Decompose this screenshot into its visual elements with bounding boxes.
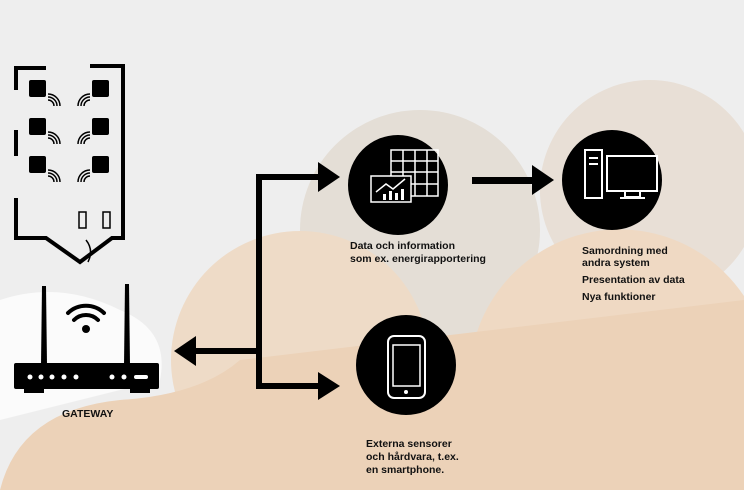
external-node-line1: Externa sensorer [366,438,452,450]
system-node-line3: Presentation av data [582,274,685,286]
building-icon [14,64,125,265]
system-node-line1: Samordning med [582,245,668,257]
connector-arrows [174,162,554,400]
external-node-line2: och hårdvara, t.ex. [366,451,459,463]
data-node-line1: Data och information [350,240,455,252]
computer-icon [562,130,662,230]
sensor-devices [29,80,109,173]
data-node-line2: som ex. energirapportering [350,253,486,265]
wifi-icon [66,303,106,333]
system-node-line2: andra system [582,257,650,269]
gateway-router-icon [14,284,159,393]
smartphone-icon [356,315,456,415]
external-node-line3: en smartphone. [366,464,444,476]
data-analytics-icon [348,135,448,235]
system-node-line4: Nya funktioner [582,291,656,303]
gateway-label: GATEWAY [62,408,113,420]
wireless-signal-icons [47,93,111,263]
